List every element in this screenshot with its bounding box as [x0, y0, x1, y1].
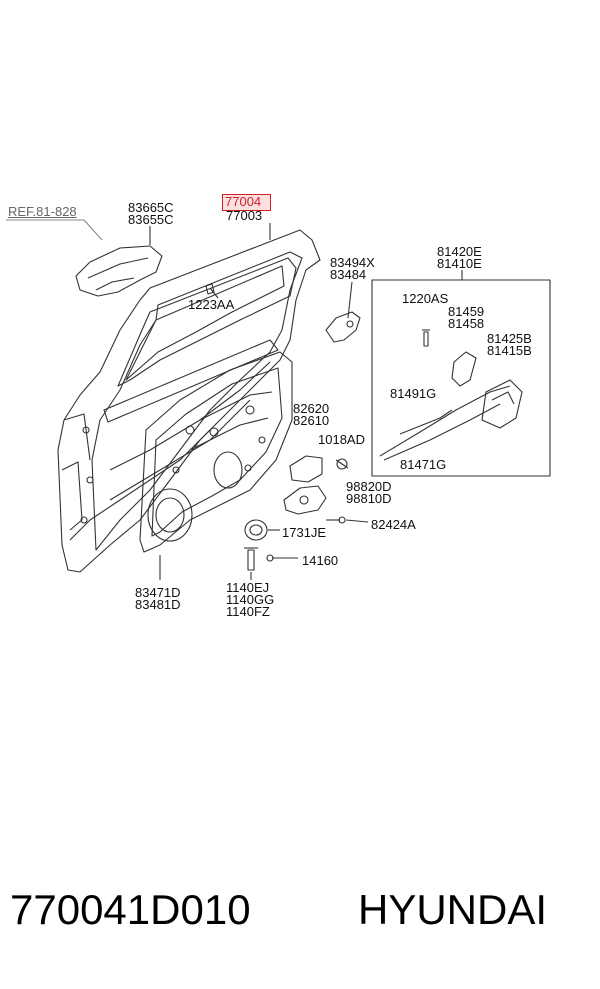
clip-leader: [209, 287, 219, 299]
inner-handle-pin: [346, 320, 354, 328]
speaker-opening: [147, 488, 193, 542]
door-inner-frame: [91, 251, 303, 551]
label-bracket-mid-2: 82610: [293, 413, 330, 428]
panel-hinge-lower: [63, 413, 91, 461]
panel-lower-edge: [69, 429, 211, 541]
inner-handle-leader: [347, 281, 353, 319]
trim-rib: [199, 391, 273, 421]
label-actuator-2: 98810D: [346, 491, 392, 506]
outer-handle-grip: [87, 257, 149, 279]
bracket-81459: [451, 351, 477, 387]
latch-box-frame: [371, 279, 551, 477]
label-bracket-1: 81459: [448, 304, 485, 319]
label-bolt-small: 14160: [302, 553, 339, 568]
latch-81425b-detail: [491, 391, 515, 405]
window-inner: [125, 265, 285, 381]
label-latch-box-1: 81420E: [437, 244, 482, 259]
bolt-82424a-leader: [345, 519, 369, 523]
clip-1223aa: [205, 283, 215, 295]
label-cable-bottom: 81471G: [400, 457, 447, 472]
outer-handle-cover: [95, 277, 135, 291]
label-inner-handle-2: 83484: [330, 267, 367, 282]
label-latch: 81425B 81415B: [487, 331, 532, 358]
grommet-1731je-inner: [249, 524, 263, 536]
screw-1018ad-slot: [335, 459, 349, 469]
actuator-98820d: [283, 485, 327, 515]
label-bolt: 1220AS: [402, 291, 449, 306]
ref-label: REF.81-828: [8, 204, 77, 219]
footer-brand: HYUNDAI: [358, 886, 548, 933]
trim-clip-3: [245, 405, 255, 415]
grommet-1731je: [244, 519, 268, 541]
screw-1018ad: [336, 458, 348, 470]
inner-handle: [325, 311, 361, 343]
door-trim-panel: [139, 351, 293, 553]
fastener-1140ej: [247, 549, 255, 571]
bracket-82620: [289, 455, 323, 483]
label-screw-right: 1018AD: [318, 432, 365, 447]
trim-clip-6: [244, 464, 252, 472]
bolt-1220as: [423, 331, 429, 347]
label-fasteners-1: 1140EJ: [226, 580, 270, 595]
outer-handle: [75, 245, 163, 297]
highlight-box: 77004: [222, 194, 271, 211]
label-trim-2: 83481D: [135, 597, 181, 612]
trim-rib-2: [189, 417, 269, 451]
label-actuator: 98820D 98810D: [346, 479, 392, 506]
speaker-inner: [155, 497, 185, 533]
ref-leader-diag: [83, 219, 103, 241]
label-bracket-mid-1: 82620: [293, 401, 330, 416]
window-frame: [117, 257, 297, 387]
door-outer-panel: [57, 229, 321, 573]
cable-81471g: [383, 403, 501, 461]
label-inner-handle: 83494X 83484: [330, 255, 375, 282]
label-actuator-1: 98820D: [346, 479, 392, 494]
cable-81491g: [379, 385, 511, 457]
label-handle: 83665C 83655C: [128, 200, 174, 227]
label-clip: 1223AA: [188, 297, 235, 312]
trim-clip-5: [172, 466, 180, 474]
label-cable-top: 81491G: [390, 386, 437, 401]
footer-part-number: 770041D010: [10, 886, 251, 933]
label-bracket-mid: 82620 82610: [293, 401, 330, 428]
label-latch-box: 81420E 81410E: [437, 244, 482, 271]
label-fasteners: 1140EJ 1140GG 1140FZ: [226, 580, 275, 619]
label-latch-1: 81425B: [487, 331, 532, 346]
trim-clip-4: [258, 436, 266, 444]
latch-81425b: [481, 379, 523, 429]
label-trim-1: 83471D: [135, 585, 181, 600]
panel-hole-1: [82, 426, 90, 434]
panel-hinge-side: [61, 461, 83, 531]
label-door-panel: 77003: [226, 208, 263, 223]
bolt-14160-head: [266, 554, 274, 562]
trim-clip-1: [185, 425, 195, 435]
label-inner-handle-1: 83494X: [330, 255, 375, 270]
label-bracket-2: 81458: [448, 316, 485, 331]
label-handle-1: 83665C: [128, 200, 174, 215]
label-trim: 83471D 83481D: [135, 585, 181, 612]
panel-hole-3: [80, 516, 88, 524]
highlight-part-label: 77004: [225, 194, 262, 209]
label-latch-box-2: 81410E: [437, 256, 482, 271]
trim-inner: [151, 367, 283, 537]
label-handle-2: 83655C: [128, 212, 174, 227]
bolt-82424a-head: [338, 516, 346, 524]
cable-81491g-end: [399, 409, 453, 435]
actuator-pin: [299, 495, 309, 505]
panel-stiffener-2: [109, 399, 251, 501]
label-bracket: 81459 81458: [448, 304, 485, 331]
label-bolt-right: 82424A: [371, 517, 416, 532]
label-fasteners-3: 1140FZ: [226, 604, 270, 619]
panel-hole-2: [86, 476, 94, 484]
trim-opening: [213, 451, 243, 489]
label-grommet: 1731JE: [282, 525, 327, 540]
belt-line: [103, 339, 279, 423]
trim-clip-2: [209, 427, 219, 437]
label-latch-2: 81415B: [487, 343, 532, 358]
label-fasteners-2: 1140GG: [226, 592, 275, 607]
